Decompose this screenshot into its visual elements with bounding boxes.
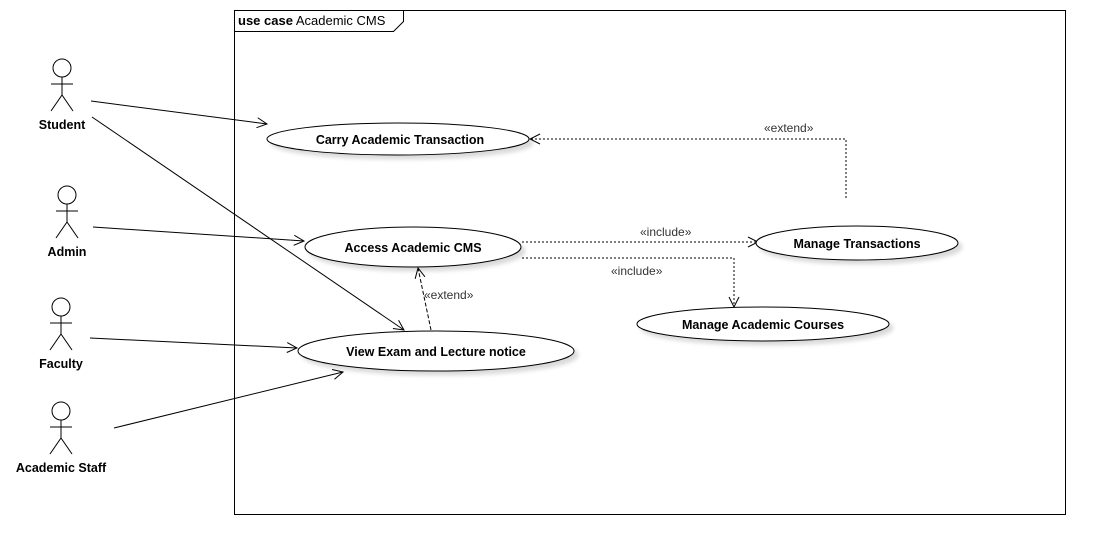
- use-case-carry-academic-transaction[interactable]: Carry Academic Transaction: [266, 122, 530, 156]
- actor-faculty[interactable]: [49, 297, 73, 351]
- actor-head-icon: [51, 401, 71, 421]
- actor-head-icon: [52, 58, 72, 78]
- actor-head-icon: [57, 185, 77, 205]
- actor-name-faculty: Faculty: [39, 357, 83, 371]
- actor-name-student: Student: [39, 118, 86, 132]
- associations: [89, 100, 404, 429]
- dependencies: [418, 139, 847, 331]
- association-faculty-view: [89, 337, 297, 348]
- extend-manage-transactions-to-carry: [530, 139, 847, 198]
- use-case-manage-transactions[interactable]: Manage Transactions: [755, 225, 959, 261]
- actor-head-icon: [51, 297, 71, 317]
- include-label-transactions: «include»: [640, 225, 692, 239]
- use-case-view-exam-lecture-notice[interactable]: View Exam and Lecture notice: [297, 330, 575, 372]
- system-frame: use case Academic CMS: [234, 10, 1066, 515]
- actor-academic-staff[interactable]: [49, 401, 73, 455]
- use-case-label: Carry Academic Transaction: [316, 133, 484, 147]
- actor-name-academic-staff: Academic Staff: [16, 461, 107, 475]
- association-student-carry: [90, 100, 267, 124]
- frame-title: use case Academic CMS: [238, 13, 386, 28]
- use-case-label: Manage Academic Courses: [682, 318, 844, 332]
- use-case-access-academic-cms[interactable]: Access Academic CMS: [304, 226, 522, 268]
- association-student-view: [91, 116, 404, 330]
- use-case-label: Manage Transactions: [793, 237, 920, 251]
- use-case-label: View Exam and Lecture notice: [346, 345, 526, 359]
- actor-admin[interactable]: [55, 185, 79, 239]
- include-label-courses: «include»: [611, 264, 663, 278]
- actor-name-admin: Admin: [48, 245, 87, 259]
- actor-student[interactable]: [50, 58, 74, 112]
- use-case-manage-academic-courses[interactable]: Manage Academic Courses: [636, 306, 890, 342]
- association-staff-view: [113, 372, 343, 429]
- extend-view-to-access: [418, 268, 432, 331]
- extend-label-view: «extend»: [424, 288, 474, 302]
- use-case-label: Access Academic CMS: [344, 241, 481, 255]
- association-admin-access: [92, 226, 304, 241]
- extend-label-transactions: «extend»: [764, 121, 814, 135]
- include-access-to-manage-courses: [522, 257, 734, 307]
